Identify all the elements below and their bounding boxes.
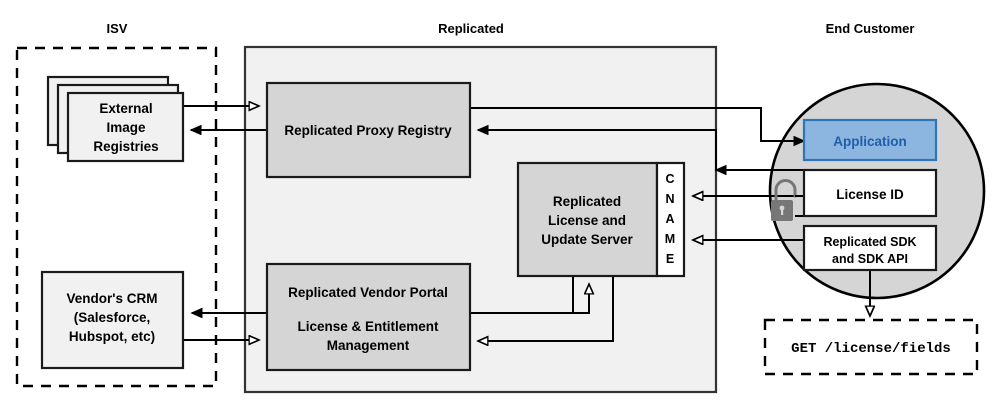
node-replicated-proxy-registry[interactable]: Replicated Proxy Registry xyxy=(265,81,472,179)
node-api-call[interactable]: GET /license/fields xyxy=(763,318,979,376)
edge-portal-to-license-server xyxy=(470,284,589,314)
cname-box xyxy=(655,161,686,278)
license-update-server-box xyxy=(516,161,659,278)
registries-label-line2: Image xyxy=(106,120,146,135)
node-replicated-sdk[interactable]: Replicated SDK and SDK API xyxy=(802,224,938,272)
node-vendors-crm[interactable]: Vendor's CRM (Salesforce, Hubspot, etc) xyxy=(40,270,185,370)
vendor-portal-label-line3: Management xyxy=(327,338,410,353)
vendor-portal-label-line2: License & Entitlement xyxy=(297,319,439,334)
replicated-sdk-box xyxy=(802,224,938,272)
cname-letter-e: E xyxy=(666,252,674,266)
zone-isv-boundary xyxy=(15,46,218,388)
proxy-registry-label: Replicated Proxy Registry xyxy=(284,123,452,138)
node-replicated-vendor-portal[interactable]: Replicated Vendor Portal License & Entit… xyxy=(265,262,472,372)
proxy-registry-box xyxy=(265,81,472,179)
license-id-label: License ID xyxy=(836,187,904,202)
registries-label-line3: Registries xyxy=(93,139,158,154)
application-label: Application xyxy=(833,134,907,149)
application-box xyxy=(802,118,938,162)
node-replicated-license-update-server[interactable]: Replicated License and Update Server xyxy=(516,161,659,278)
api-call-dashed-box xyxy=(763,318,979,376)
unlock-icon xyxy=(771,179,803,221)
node-external-image-registries[interactable]: External Image Registries xyxy=(46,75,185,163)
vendors-crm-box xyxy=(40,270,185,370)
registries-stack-front xyxy=(66,91,185,163)
cname-letter-m: M xyxy=(665,232,675,246)
node-application[interactable]: Application xyxy=(802,118,938,162)
node-license-id[interactable]: License ID xyxy=(802,168,938,218)
license-id-box xyxy=(802,168,938,218)
vendors-crm-label-line3: Hubspot, etc) xyxy=(69,329,155,344)
zone-title-end-customer: End Customer xyxy=(826,21,915,36)
replicated-sdk-label-line1: Replicated SDK xyxy=(823,235,916,249)
cname-letter-n: N xyxy=(665,192,674,206)
vendors-crm-label-line1: Vendor's CRM xyxy=(67,291,158,306)
cname-letter-c: C xyxy=(665,172,674,186)
replicated-sdk-label-line2: and SDK API xyxy=(832,252,908,266)
zone-title-replicated: Replicated xyxy=(438,21,504,36)
node-cname-strip[interactable]: C N A M E xyxy=(655,161,686,278)
registries-label-line1: External xyxy=(99,101,152,116)
api-call-label: GET /license/fields xyxy=(791,341,951,357)
zone-title-isv: ISV xyxy=(107,21,128,36)
vendor-portal-label-line1: Replicated Vendor Portal xyxy=(288,285,448,300)
vendor-portal-box xyxy=(265,262,472,372)
license-server-label-line3: Update Server xyxy=(541,232,633,247)
cname-letter-a: A xyxy=(665,212,674,226)
vendors-crm-label-line2: (Salesforce, xyxy=(74,310,151,325)
license-server-label-line2: License and xyxy=(548,213,626,228)
license-server-label-line1: Replicated xyxy=(553,194,621,209)
edge-license-server-to-portal xyxy=(478,276,614,341)
